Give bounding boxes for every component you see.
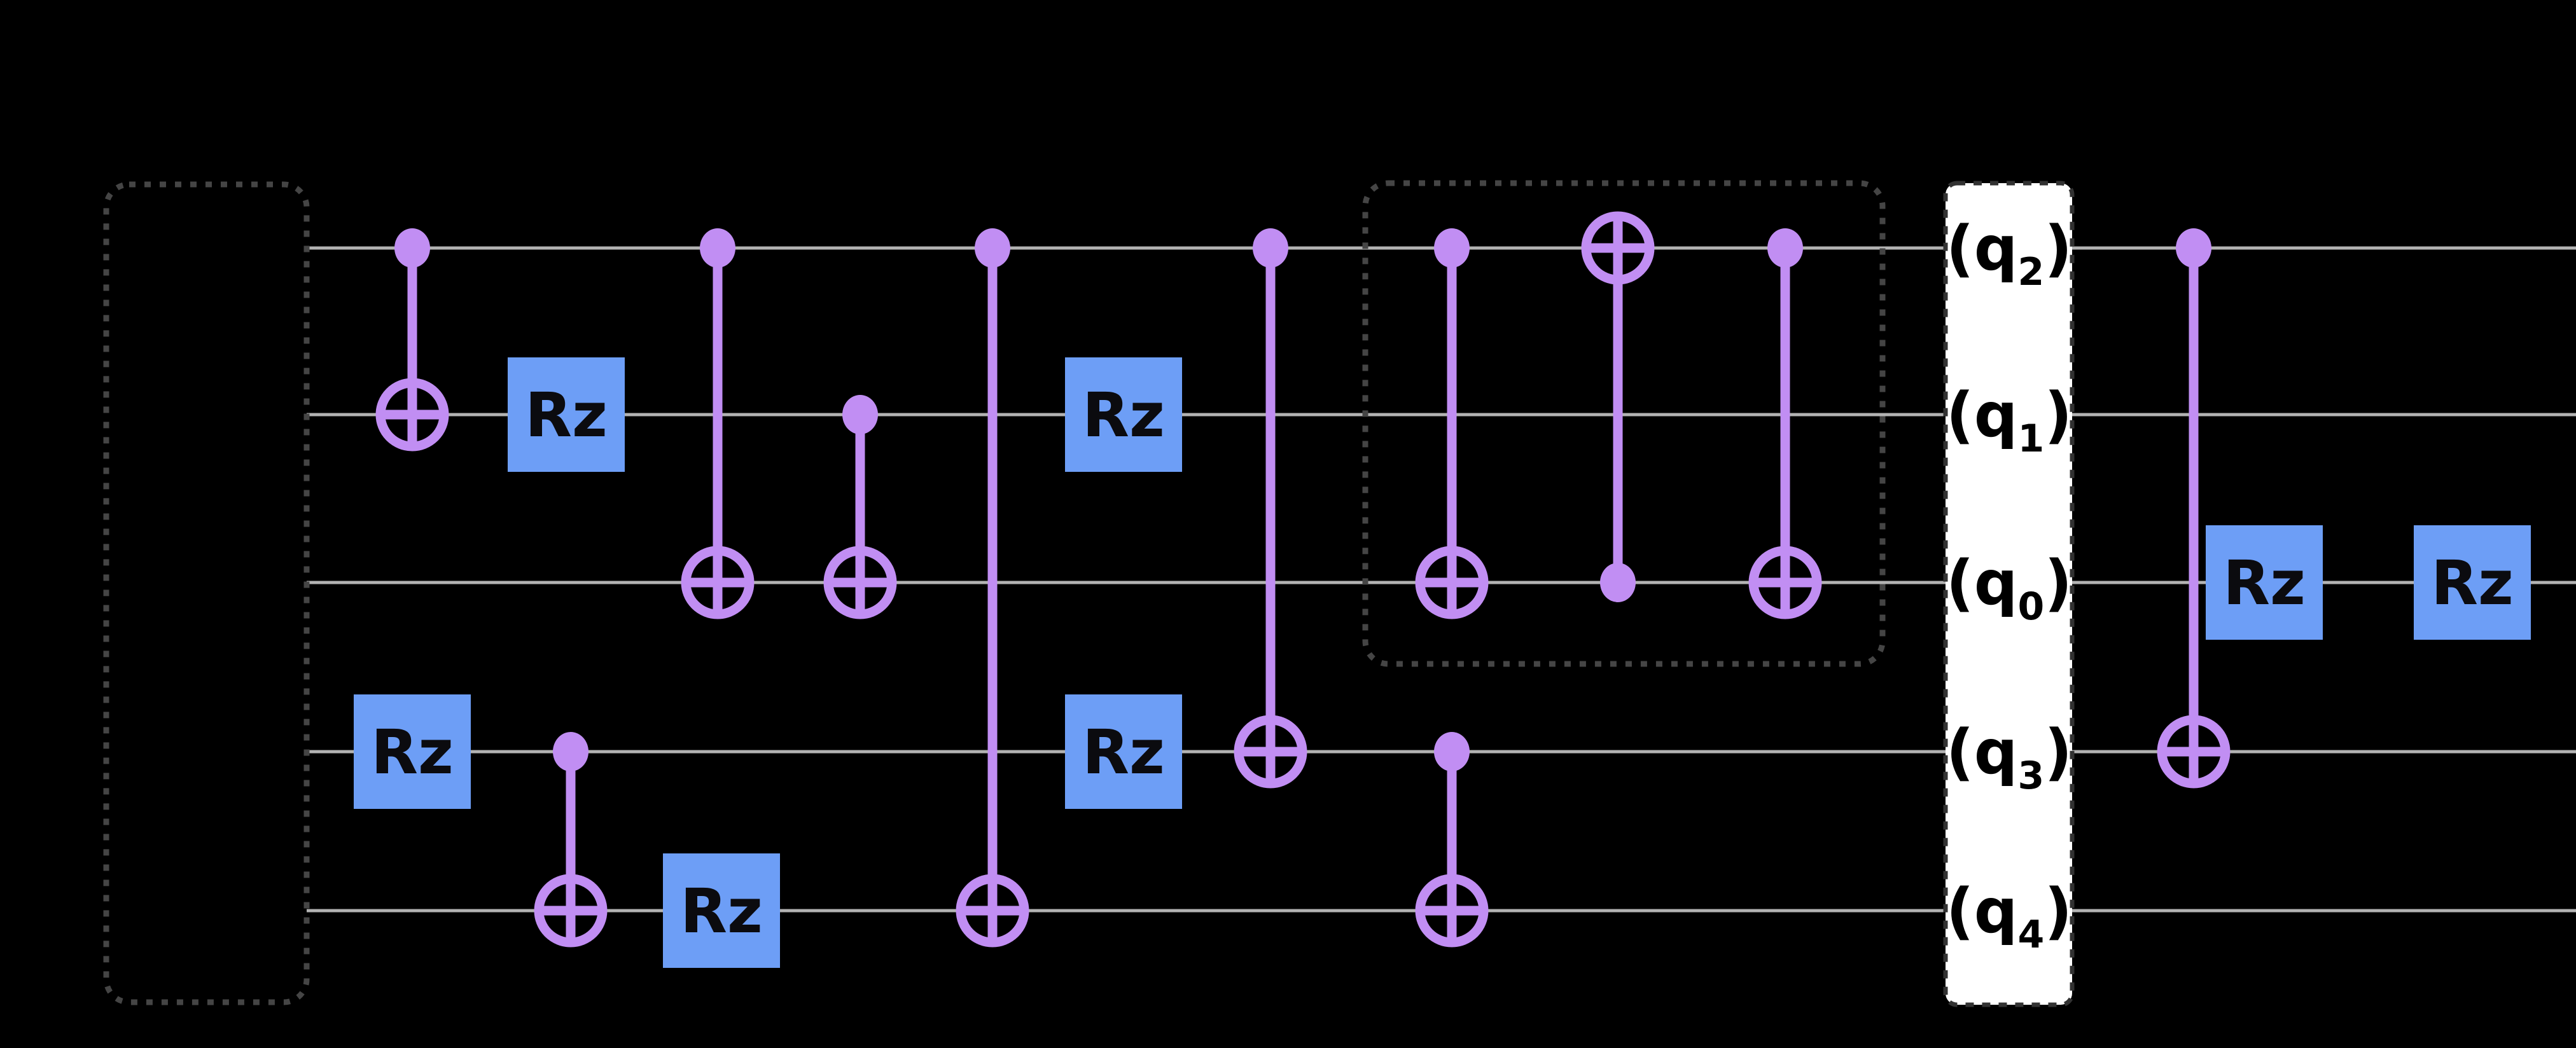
rz-box <box>2414 525 2531 640</box>
control-dot <box>1767 228 1803 268</box>
rz-gate-rz-3-q4: Rz <box>663 853 780 968</box>
rz-label: Rz <box>2223 548 2306 619</box>
rz-gate-rz-5-q3: Rz <box>1065 694 1182 809</box>
rz-label: Rz <box>2431 548 2514 619</box>
rz-box <box>2206 525 2323 640</box>
cnot-gate-cnot-3-q2-q0 <box>681 228 755 619</box>
rz-label: Rz <box>1082 380 1165 451</box>
rz-gate-rz-7-q0: Rz <box>2414 525 2531 640</box>
rz-box <box>508 357 625 472</box>
cnot-gate-cnot-9-q0-q2 <box>1581 211 1655 602</box>
cnot-gate-cnot-11-q2-q3 <box>2157 228 2231 789</box>
qubit-label-q3: (q3) <box>1946 717 2072 798</box>
rz-box <box>1065 357 1182 472</box>
control-dot <box>842 395 878 434</box>
control-dot <box>1434 732 1470 771</box>
rz-gate-rz-2-q1: Rz <box>508 357 625 472</box>
control-dot <box>553 732 588 771</box>
rz-gate-rz-4-q1: Rz <box>1065 357 1182 472</box>
cnot-gate-cnot-7-q2-q0 <box>1415 228 1489 619</box>
cnot-gate-cnot-8-q3-q4 <box>1415 732 1489 948</box>
cnot-gate-cnot-10-q2-q0 <box>1748 228 1822 619</box>
control-dot <box>2176 228 2211 268</box>
cnot-gate-cnot-5-q2-q4 <box>956 228 1029 948</box>
rz-box <box>663 853 780 968</box>
qubit-label-q1: (q1) <box>1946 380 2072 461</box>
control-dot <box>975 228 1010 268</box>
cnot-gate-cnot-6-q2-q3 <box>1234 228 1307 789</box>
rz-label: Rz <box>1082 717 1165 788</box>
cnot-gate-cnot-1-q2-q1 <box>375 228 449 452</box>
cnot-gate-cnot-2-q3-q4 <box>534 732 608 948</box>
qubit-label-q2: (q2) <box>1946 213 2072 294</box>
qubit-label-box <box>1943 181 2075 1007</box>
control-dot <box>394 228 430 268</box>
rz-gate-rz-6-q0: Rz <box>2206 525 2323 640</box>
rz-label: Rz <box>525 380 608 451</box>
control-dot <box>1434 228 1470 268</box>
left-dotted-box <box>103 181 310 1005</box>
rz-box <box>354 694 471 809</box>
rz-box <box>1065 694 1182 809</box>
qubit-label-q0: (q0) <box>1946 548 2072 629</box>
qubit-label-q4: (q4) <box>1946 876 2072 957</box>
rz-label: Rz <box>371 717 454 788</box>
control-dot <box>1253 228 1288 268</box>
cnot-gate-cnot-4-q1-q0 <box>823 395 897 619</box>
rz-gate-rz-1-q3: Rz <box>354 694 471 809</box>
rz-label: Rz <box>680 876 763 947</box>
control-dot <box>700 228 735 268</box>
control-dot <box>1600 563 1636 602</box>
